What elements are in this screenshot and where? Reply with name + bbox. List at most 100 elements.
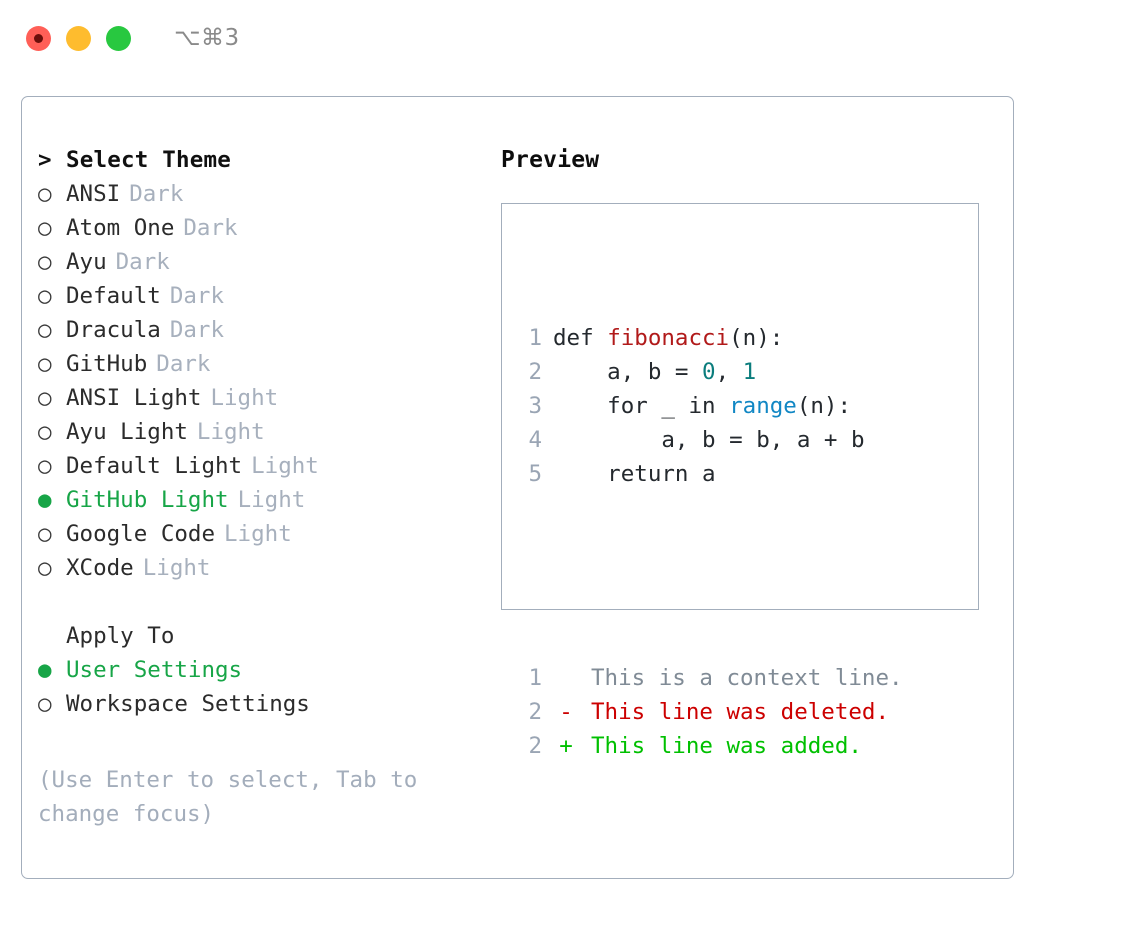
code-line-text: def fibonacci(n): bbox=[553, 321, 783, 355]
theme-variant-badge: Light bbox=[210, 385, 279, 411]
line-number: 2 bbox=[528, 359, 542, 385]
radio-unselected-icon: ○ bbox=[38, 385, 52, 411]
line-number: 1 bbox=[528, 665, 542, 691]
radio-selected-icon: ● bbox=[38, 657, 52, 683]
code-token-function: fibonacci bbox=[607, 325, 730, 351]
line-number: 4 bbox=[528, 427, 542, 453]
window-controls bbox=[26, 25, 131, 51]
theme-name: Dracula bbox=[66, 317, 161, 343]
code-token-plain: def bbox=[553, 325, 608, 351]
theme-list-item[interactable]: ○ Ayu Light Light bbox=[38, 419, 488, 453]
keyboard-hint: (Use Enter to select, Tab to change focu… bbox=[38, 767, 418, 827]
diff-marker: - bbox=[559, 699, 573, 725]
radio-unselected-icon: ○ bbox=[38, 555, 52, 581]
diff-line: 2+This line was added. bbox=[516, 729, 903, 763]
theme-variant-badge: Light bbox=[224, 521, 292, 547]
apply-to-label: Apply To bbox=[66, 623, 175, 649]
preview-column: Preview bbox=[501, 147, 1001, 207]
apply-to-options: ● User Settings ○Workspace Settings bbox=[38, 657, 488, 725]
theme-name: GitHub bbox=[66, 351, 148, 377]
theme-variant-badge: Light bbox=[237, 487, 306, 513]
line-number: 2 bbox=[528, 699, 542, 725]
theme-list-header: > Select Theme bbox=[38, 147, 488, 181]
apply-to-option[interactable]: ● User Settings bbox=[38, 657, 488, 691]
code-line-text: a, b = b, a + b bbox=[553, 423, 865, 457]
theme-name: XCode bbox=[66, 555, 134, 581]
code-token-plain: return a bbox=[553, 461, 716, 487]
theme-variant-badge: Light bbox=[196, 419, 265, 445]
theme-name: Default bbox=[66, 283, 161, 309]
radio-unselected-icon: ○ bbox=[38, 419, 52, 445]
theme-list-item[interactable]: ○ ANSI Dark bbox=[38, 181, 488, 215]
line-number: 5 bbox=[528, 461, 542, 487]
radio-unselected-icon: ○ bbox=[38, 215, 52, 241]
apply-to-option-label: User Settings bbox=[66, 657, 243, 683]
theme-variant-badge: Dark bbox=[129, 181, 184, 207]
apply-to-option[interactable]: ○Workspace Settings bbox=[38, 691, 488, 725]
code-token-number: 1 bbox=[742, 359, 757, 385]
code-token-plain: (n): bbox=[729, 325, 784, 351]
theme-name: Ayu bbox=[66, 249, 107, 275]
theme-name: ANSI bbox=[66, 181, 121, 207]
code-line-text: for _ in range(n): bbox=[553, 389, 851, 423]
theme-list-item[interactable]: ○ XCode Light bbox=[38, 555, 488, 589]
radio-unselected-icon: ○ bbox=[38, 249, 52, 275]
radio-unselected-icon: ○ bbox=[38, 453, 52, 479]
title-bar: ⌥⌘3 bbox=[0, 0, 1140, 76]
caret-icon: > bbox=[38, 147, 52, 173]
theme-name: Atom One bbox=[66, 215, 175, 241]
code-line: 1 def fibonacci(n): bbox=[516, 321, 903, 355]
line-number: 2 bbox=[528, 733, 542, 759]
code-token-plain: for _ in bbox=[553, 393, 730, 419]
theme-list-title: Select Theme bbox=[66, 147, 231, 173]
code-line: 3 for _ in range(n): bbox=[516, 389, 903, 423]
radio-unselected-icon: ○ bbox=[38, 283, 52, 309]
theme-name: Ayu Light bbox=[66, 419, 188, 445]
line-number: 3 bbox=[528, 393, 542, 419]
theme-list-item[interactable]: ○ Ayu Dark bbox=[38, 249, 488, 283]
code-line-text: return a bbox=[553, 457, 716, 491]
theme-variant-badge: Dark bbox=[183, 215, 238, 241]
code-line: 4 a, b = b, a + b bbox=[516, 423, 903, 457]
radio-unselected-icon: ○ bbox=[38, 691, 52, 717]
theme-list-item[interactable]: ● GitHub Light Light bbox=[38, 487, 488, 521]
theme-list-item[interactable]: ○ Default Dark bbox=[38, 283, 488, 317]
maximize-button[interactable] bbox=[106, 25, 131, 51]
theme-list-item[interactable]: ○ Atom One Dark bbox=[38, 215, 488, 249]
code-token-plain: (n): bbox=[796, 393, 852, 419]
close-button[interactable] bbox=[26, 25, 51, 51]
code-token-plain: , bbox=[715, 359, 743, 385]
line-number: 1 bbox=[528, 325, 542, 351]
diff-marker bbox=[553, 661, 579, 695]
theme-variant-badge: Light bbox=[142, 555, 211, 581]
code-token-plain: a, b = b, a + b bbox=[553, 427, 865, 453]
theme-list-item[interactable]: ○ Google Code Light bbox=[38, 521, 488, 555]
radio-unselected-icon: ○ bbox=[38, 317, 52, 343]
radio-unselected-icon: ○ bbox=[38, 521, 52, 547]
theme-name: Google Code bbox=[66, 521, 216, 547]
preview-title: Preview bbox=[501, 147, 600, 173]
minimize-button[interactable] bbox=[66, 25, 91, 51]
diff-line-text: This line was deleted. bbox=[591, 699, 890, 725]
theme-name: GitHub Light bbox=[66, 487, 229, 513]
apply-to-section-header: Apply To bbox=[38, 623, 488, 657]
radio-unselected-icon: ○ bbox=[38, 351, 52, 377]
theme-variant-badge: Dark bbox=[169, 283, 225, 309]
diff-line: 2-This line was deleted. bbox=[516, 695, 903, 729]
radio-selected-icon: ● bbox=[38, 487, 52, 513]
radio-unselected-icon: ○ bbox=[38, 181, 52, 207]
theme-variant-badge: Dark bbox=[115, 249, 170, 275]
code-line: 2 a, b = 0, 1 bbox=[516, 355, 903, 389]
code-line: 5 return a bbox=[516, 457, 903, 491]
code-token-plain: a, b = bbox=[553, 359, 703, 385]
